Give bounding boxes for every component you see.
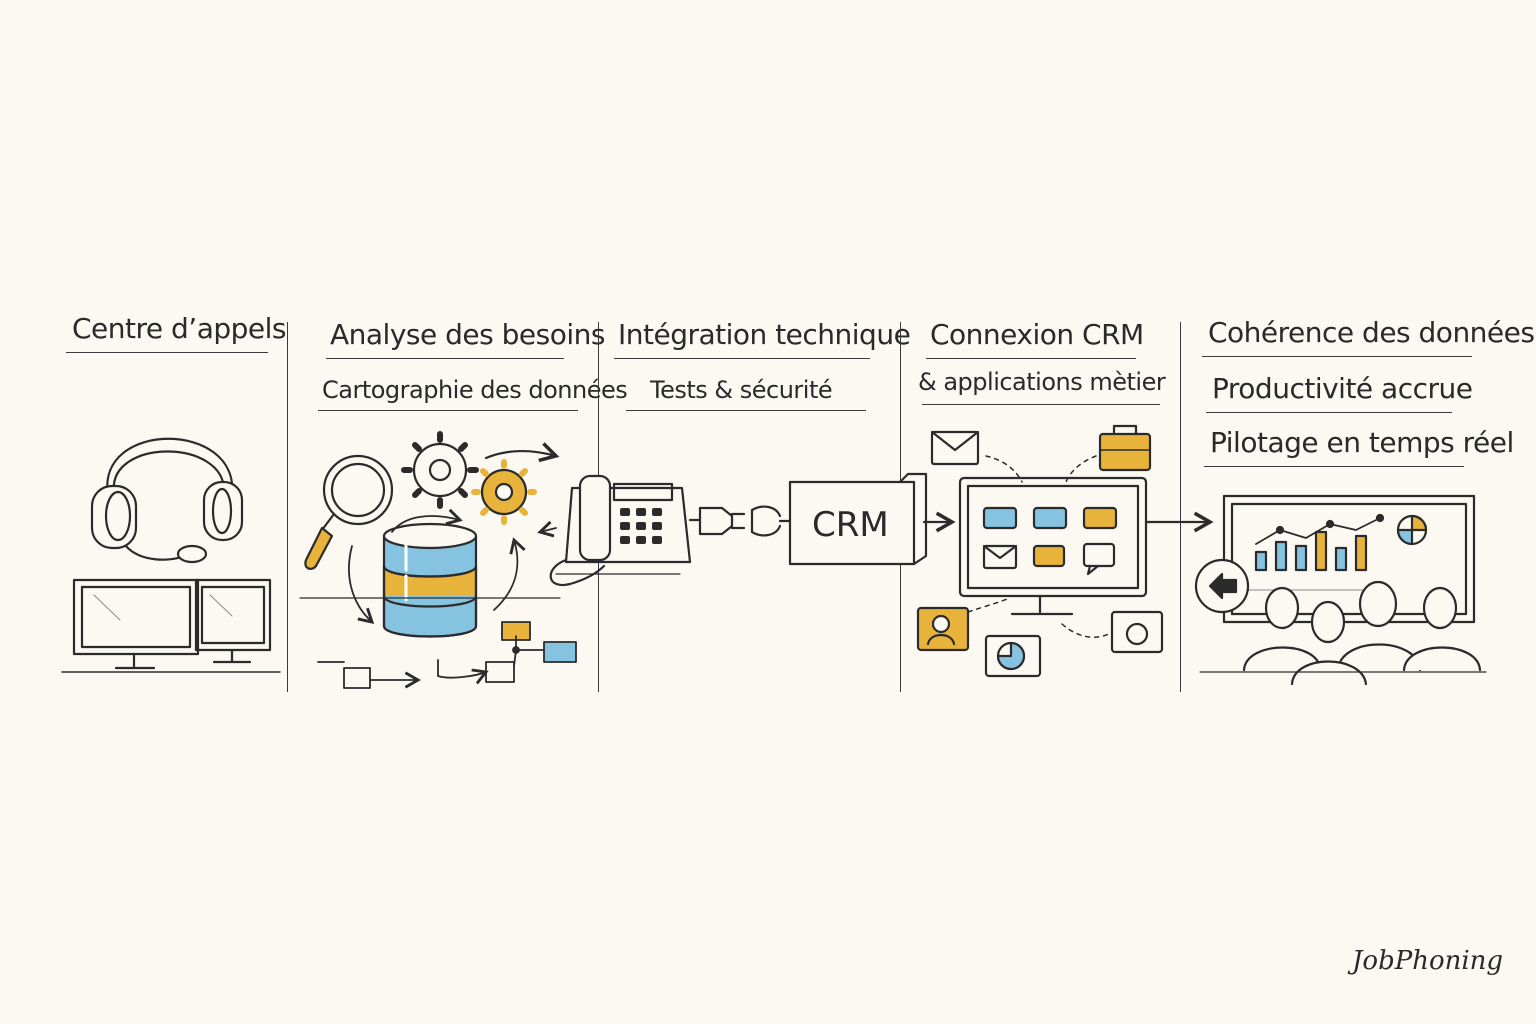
plug-icon — [688, 505, 792, 537]
column-1-title-underline — [66, 352, 268, 353]
divider-1 — [287, 322, 288, 692]
gears-icon — [401, 431, 560, 525]
contact-card-icon — [916, 597, 1011, 652]
monitor-apps-icon — [958, 476, 1214, 616]
column-1-title: Centre d’appels — [72, 312, 287, 345]
column-5-subtitle-2-underline — [1204, 466, 1464, 467]
column-5-subtitle-2: Pilotage en temps réel — [1210, 426, 1514, 459]
column-3-title: Intégration technique — [618, 318, 911, 351]
column-2-title-underline — [326, 358, 564, 359]
column-2-subtitle-underline — [318, 410, 578, 411]
dual-monitor-icon — [61, 578, 281, 673]
column-5-title-underline — [1202, 356, 1472, 357]
cycle-arrows — [299, 508, 561, 624]
column-4-subtitle: & applications mètier — [918, 368, 1166, 396]
column-5-subtitle: Productivité accrue — [1212, 372, 1473, 405]
desk-phone-icon — [549, 474, 692, 587]
database-icon — [382, 522, 478, 638]
brand-logo: JobPhoning — [1352, 946, 1504, 976]
flowchart-icon — [317, 520, 577, 688]
column-3-subtitle: Tests & sécurité — [650, 376, 833, 404]
people-group-icon — [1199, 580, 1487, 686]
column-5-title: Cohérence des données — [1208, 316, 1535, 349]
column-4-title-underline — [926, 358, 1136, 359]
column-3-subtitle-underline — [626, 410, 866, 411]
crm-box-label: CRM — [812, 505, 889, 545]
column-2-title: Analyse des besoins — [330, 318, 605, 351]
briefcase-icon — [1065, 424, 1152, 483]
column-3-title-underline — [614, 358, 870, 359]
crm-box-icon — [788, 472, 956, 566]
column-4-title: Connexion CRM — [930, 318, 1144, 351]
magnifier-icon — [304, 454, 394, 570]
pie-chart-icon — [984, 634, 1042, 678]
envelope-icon — [930, 430, 1023, 483]
divider-4 — [1180, 322, 1181, 692]
arrow-badge-icon — [1194, 558, 1250, 614]
column-2-subtitle: Cartographie des données — [322, 376, 628, 404]
column-4-subtitle-underline — [922, 404, 1160, 405]
headset-icon — [90, 437, 244, 564]
column-5-subtitle-underline — [1206, 412, 1452, 413]
camera-icon — [1061, 610, 1164, 654]
